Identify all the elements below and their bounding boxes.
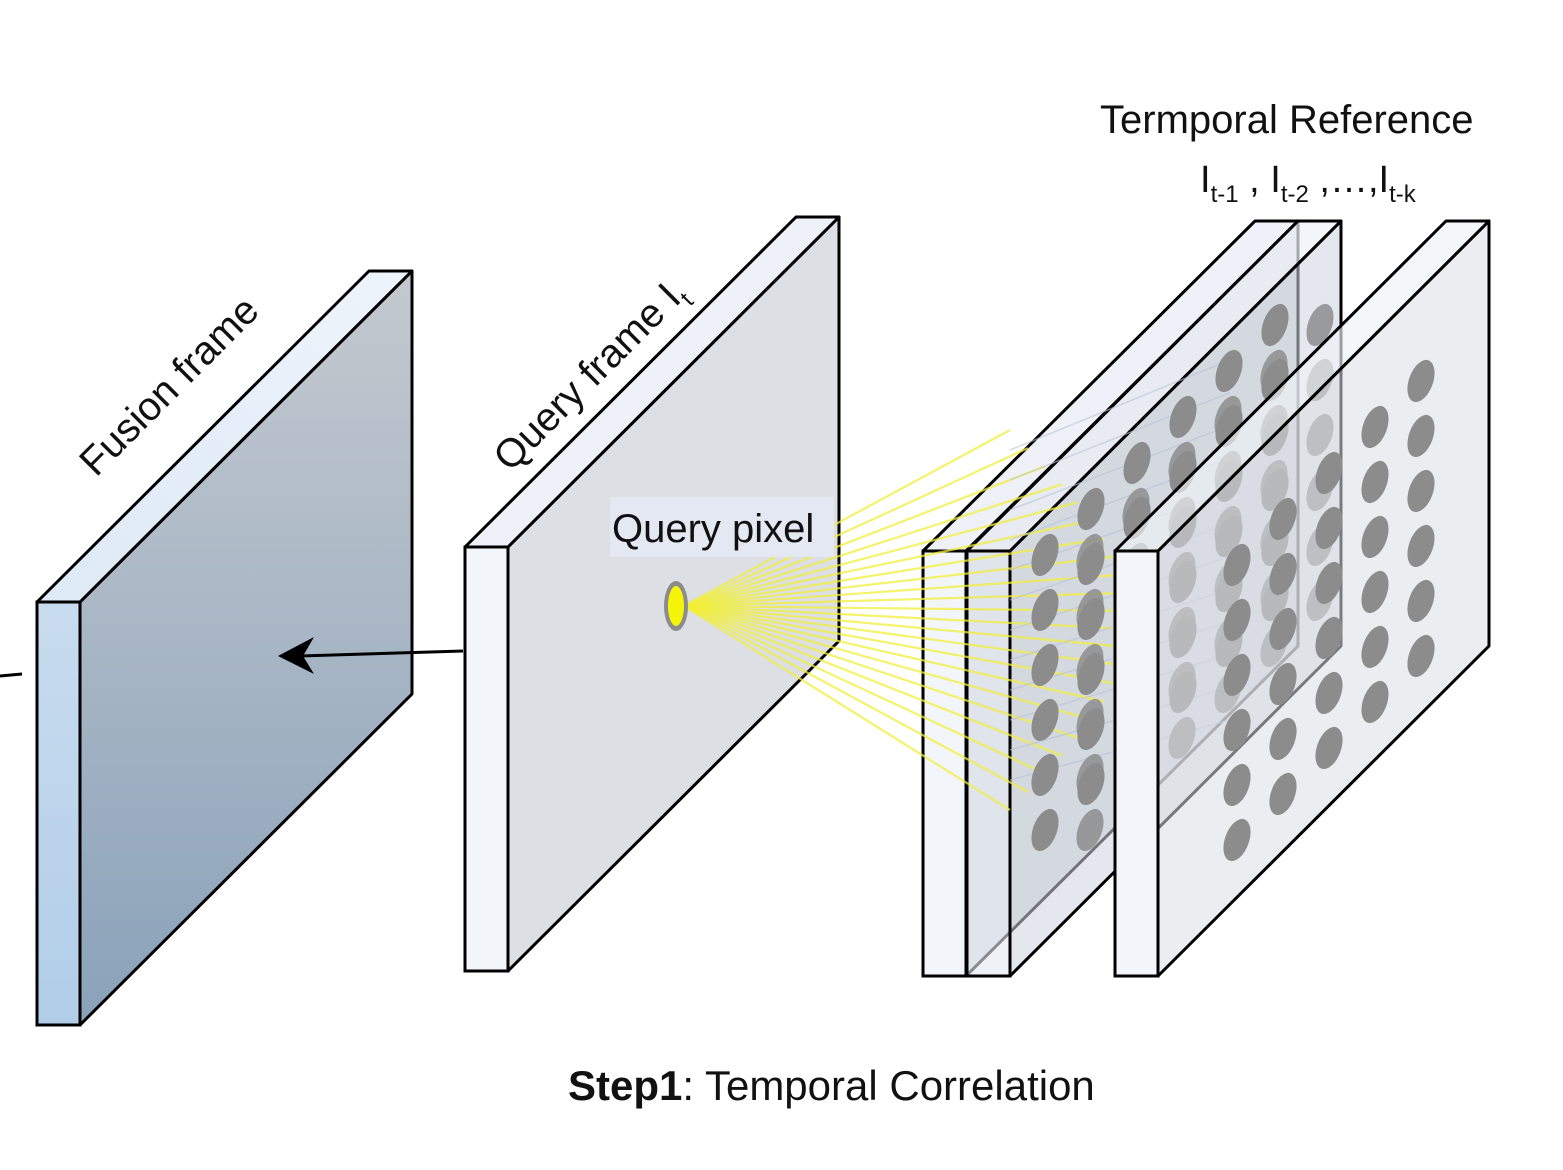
reference-dot	[1031, 643, 1059, 687]
left-arrow-icon	[278, 637, 464, 674]
reference-dot	[1315, 671, 1343, 715]
reference-dot	[1361, 570, 1389, 614]
reference-dot	[1315, 451, 1343, 495]
reference-dot	[1361, 460, 1389, 504]
correlation-ray	[683, 465, 1046, 608]
reference-dot	[1076, 698, 1104, 742]
reference-dots-front	[1223, 359, 1435, 862]
reference-dot	[1223, 708, 1251, 752]
correlation-ray-faint	[1009, 359, 1231, 451]
reference-dot	[1076, 753, 1104, 797]
correlation-ray	[683, 604, 1078, 739]
reference-dot	[1269, 552, 1297, 596]
correlation-ray-faint	[1009, 424, 1231, 511]
reference-dot	[1223, 763, 1251, 807]
reference-dot	[1214, 395, 1242, 439]
reference-dot	[1407, 359, 1435, 403]
reference-dot	[1223, 543, 1251, 587]
fusion-frame-face	[78, 269, 414, 1027]
correlation-ray	[683, 604, 1130, 631]
reference-dot	[1315, 616, 1343, 660]
reference-dot	[1076, 533, 1104, 577]
reference-dot	[1407, 469, 1435, 513]
reference-dot	[1269, 497, 1297, 541]
correlation-ray	[683, 447, 1029, 607]
reference-dot	[1169, 395, 1197, 439]
reference-dot	[1407, 524, 1435, 568]
correlation-ray	[683, 604, 1128, 649]
reference-dot	[1168, 441, 1196, 485]
correlation-ray	[683, 604, 1092, 721]
reference-dot	[1031, 588, 1059, 632]
reference-dot	[1407, 634, 1435, 678]
reference-dot	[1122, 487, 1150, 531]
reference-dot	[1123, 441, 1151, 485]
edge-line	[0, 672, 23, 678]
query-pixel-label: Query pixel	[612, 507, 814, 551]
reference-dot	[1269, 607, 1297, 651]
reference-dot	[1269, 717, 1297, 761]
caption: Step1: Temporal Correlation	[568, 1062, 1095, 1109]
query-pixel-icon	[664, 581, 688, 631]
reference-dot	[1223, 818, 1251, 862]
correlation-ray	[683, 604, 1063, 757]
correlation-ray	[683, 605, 1029, 793]
reference-dot	[1215, 349, 1243, 393]
reference-dot	[1306, 303, 1334, 347]
reference-frame-1-edge	[921, 549, 968, 978]
query-pixel-label-bg	[610, 497, 834, 557]
correlation-ray	[683, 604, 1105, 703]
reference-dot	[1261, 303, 1289, 347]
reference-dot	[1361, 625, 1389, 669]
correlation-ray	[683, 605, 1046, 775]
reference-dot	[1361, 515, 1389, 559]
fusion-frame-edge	[35, 600, 82, 1027]
correlation-ray	[683, 537, 1104, 608]
fusion-frame	[35, 269, 414, 1027]
reference-dot	[1223, 653, 1251, 697]
reference-dot	[1076, 588, 1104, 632]
reference-dot	[1031, 533, 1059, 577]
reference-dot	[1361, 680, 1389, 724]
reference-dot	[1031, 753, 1059, 797]
reference-frame-k-edge	[1113, 549, 1160, 978]
correlation-ray	[683, 605, 1011, 811]
correlation-ray	[683, 429, 1011, 607]
reference-dot	[1077, 487, 1105, 531]
reference-dot	[1315, 726, 1343, 770]
reference-dot	[1076, 808, 1104, 852]
reference-dot	[1269, 662, 1297, 706]
correlation-ray	[683, 573, 1122, 608]
reference-dot	[1315, 561, 1343, 605]
reference-dot	[1407, 414, 1435, 458]
reference-dot	[1361, 405, 1389, 449]
temporal-reference-title: Termporal Reference	[1100, 98, 1474, 142]
reference-dot	[1269, 772, 1297, 816]
reference-dot	[1407, 579, 1435, 623]
temporal-reference-indices: It-1 , It-2 ,…,It-k	[1200, 159, 1417, 208]
reference-dot	[1031, 808, 1059, 852]
correlation-ray	[683, 483, 1063, 608]
reference-dot	[1031, 698, 1059, 742]
correlation-ray	[683, 501, 1078, 608]
reference-dot	[1223, 598, 1251, 642]
reference-dot	[1315, 506, 1343, 550]
reference-dot	[1076, 643, 1104, 687]
reference-dot	[1260, 349, 1288, 393]
query-frame-edge	[463, 545, 510, 973]
